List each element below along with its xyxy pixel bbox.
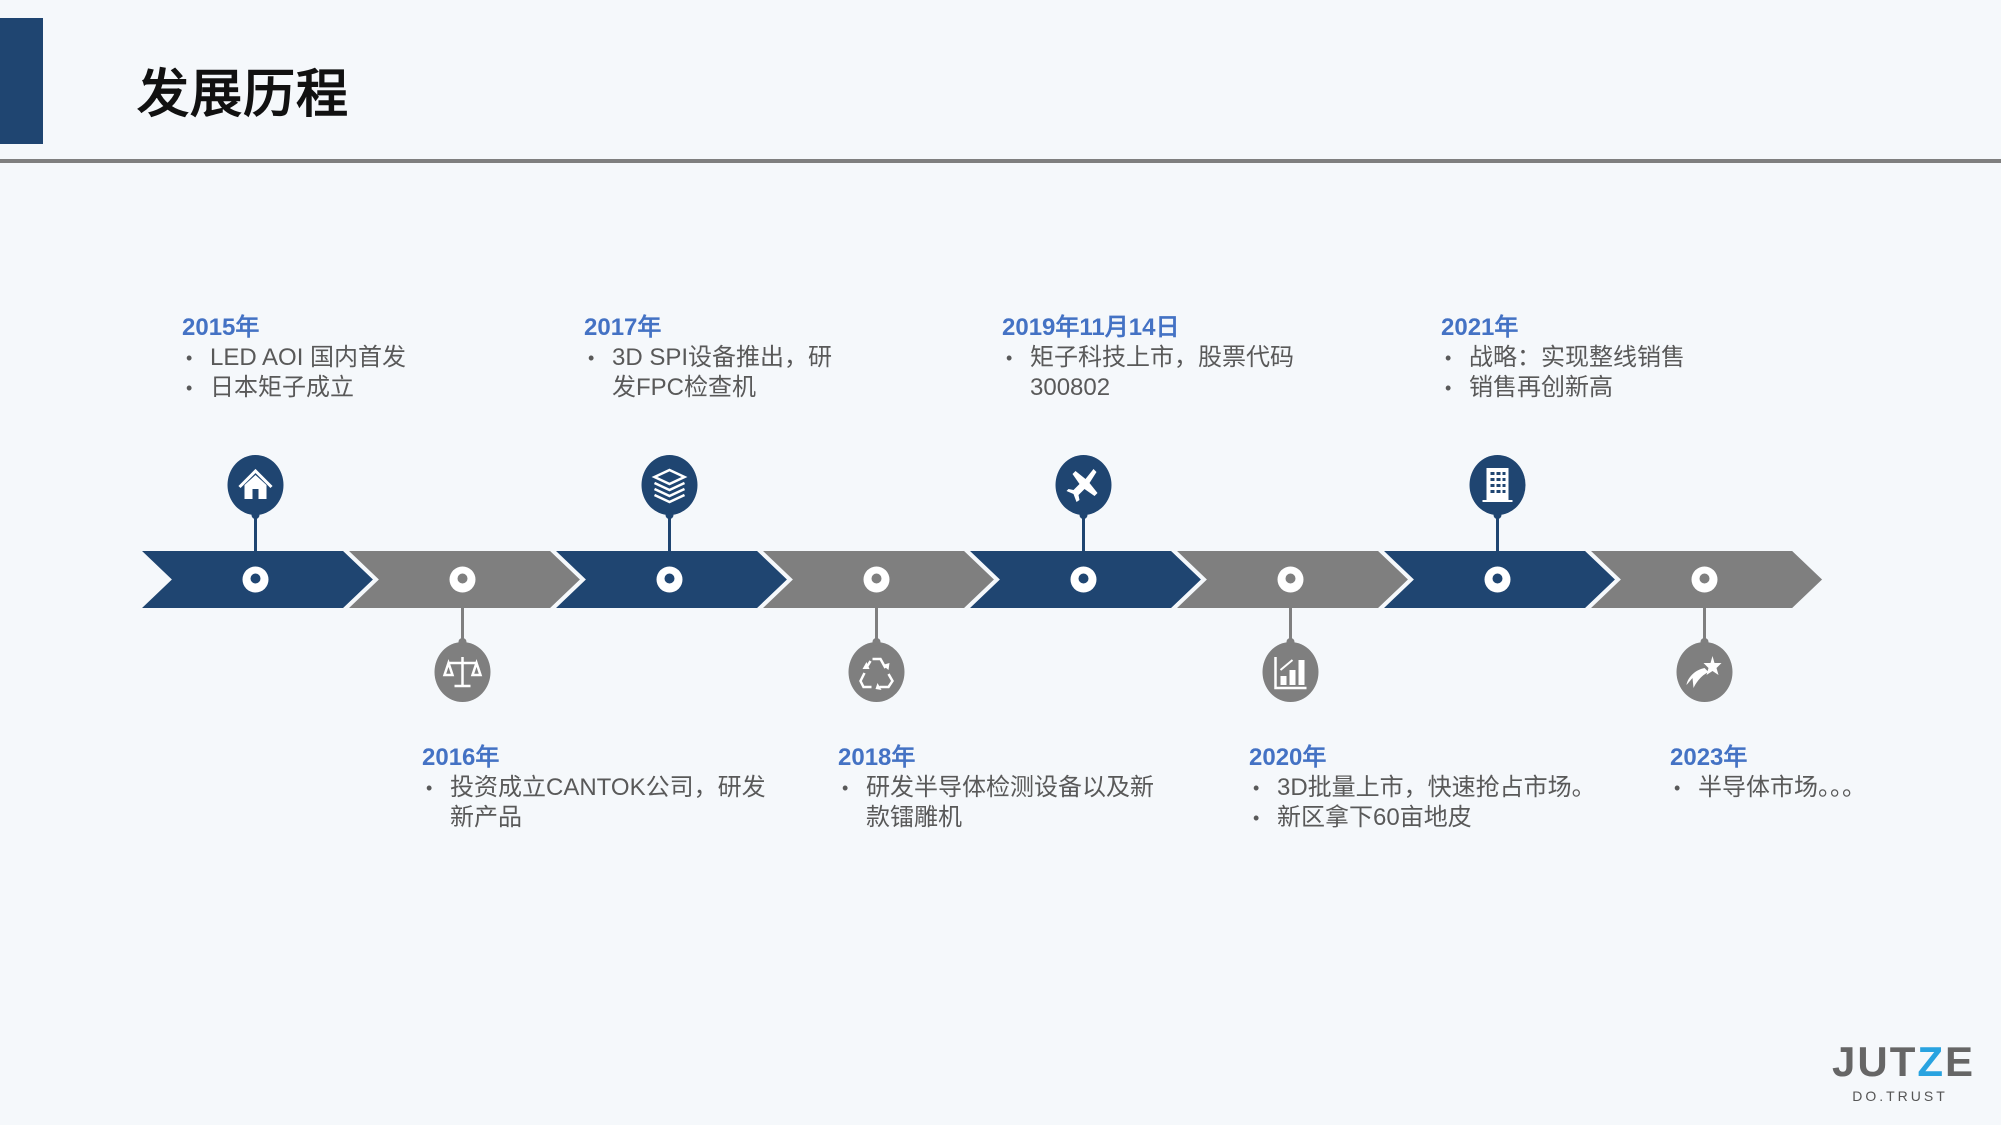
event-bullets: LED AOI 国内首发日本矩子成立 — [182, 343, 452, 403]
timeline-dot-center — [1699, 573, 1710, 584]
event-bullet: 3D批量上市，快速抢占市场。 — [1249, 773, 1699, 803]
layers-icon — [651, 468, 688, 504]
timeline-event: 2017年3D SPI设备推出，研发FPC检查机 — [584, 313, 854, 403]
timeline-dot-center — [664, 573, 675, 584]
header-divider — [0, 159, 2001, 163]
timeline-dot-center — [457, 573, 468, 584]
logo-text-z: Z — [1917, 1038, 1946, 1085]
event-bullet: LED AOI 国内首发 — [182, 343, 452, 373]
scale-icon — [442, 657, 483, 688]
event-bullet: 战略：实现整线销售 — [1441, 343, 1771, 373]
pin-tip — [1700, 638, 1709, 646]
timeline-event: 2023年半导体市场。。。 — [1670, 743, 2000, 803]
event-bullets: 半导体市场。。。 — [1670, 773, 2000, 803]
event-bullet: 销售再创新高 — [1441, 373, 1771, 403]
event-bullets: 研发半导体检测设备以及新款镭雕机 — [838, 773, 1168, 833]
timeline-dot-center — [1492, 573, 1503, 584]
building-icon — [1482, 468, 1513, 502]
shooting-star-icon — [1686, 656, 1722, 688]
timeline-event: 2016年投资成立CANTOK公司，研发新产品 — [422, 743, 782, 833]
event-bullet: 日本矩子成立 — [182, 373, 452, 403]
logo-text: JUT — [1832, 1038, 1918, 1085]
event-year: 2016年 — [422, 744, 500, 771]
timeline-event: 2018年研发半导体检测设备以及新款镭雕机 — [838, 743, 1168, 833]
event-bullet: 矩子科技上市，股票代码300802 — [1002, 343, 1332, 403]
event-bullet: 3D SPI设备推出，研发FPC检查机 — [584, 343, 854, 403]
logo-tagline: DO.TRUST — [1852, 1088, 1948, 1104]
event-bullets: 3D SPI设备推出，研发FPC检查机 — [584, 343, 854, 403]
pin-tip — [1493, 511, 1502, 519]
timeline-event: 2019年11月14日矩子科技上市，股票代码300802 — [1002, 313, 1332, 403]
logo-text-end: E — [1945, 1038, 1976, 1085]
event-bullets: 矩子科技上市，股票代码300802 — [1002, 343, 1332, 403]
company-logo: JUTZE DO.TRUST — [1832, 1038, 1973, 1105]
bar-chart-icon — [1274, 657, 1307, 690]
event-bullets: 战略：实现整线销售销售再创新高 — [1441, 343, 1771, 403]
pin-marker — [848, 642, 905, 702]
event-bullet: 投资成立CANTOK公司，研发新产品 — [422, 773, 782, 833]
event-year: 2015年 — [182, 314, 260, 341]
pin-tip — [872, 638, 881, 646]
pin-tip — [458, 638, 467, 646]
event-year: 2017年 — [584, 314, 662, 341]
event-year: 2023年 — [1670, 744, 1748, 771]
event-bullets: 3D批量上市，快速抢占市场。新区拿下60亩地皮 — [1249, 773, 1699, 833]
timeline-dot-center — [1078, 573, 1089, 584]
pin-tip — [251, 511, 260, 519]
accent-bar — [0, 18, 43, 144]
event-year: 2021年 — [1441, 314, 1519, 341]
timeline-dot-center — [1285, 573, 1296, 584]
timeline-event: 2015年LED AOI 国内首发日本矩子成立 — [182, 313, 452, 403]
event-year: 2018年 — [838, 744, 916, 771]
event-bullet: 半导体市场。。。 — [1670, 773, 2000, 803]
event-year: 2020年 — [1249, 744, 1327, 771]
home-icon — [238, 468, 273, 499]
timeline-event: 2021年战略：实现整线销售销售再创新高 — [1441, 313, 1771, 403]
event-bullet: 新区拿下60亩地皮 — [1249, 803, 1699, 833]
timeline-dot-center — [250, 573, 261, 584]
event-bullets: 投资成立CANTOK公司，研发新产品 — [422, 773, 782, 833]
event-bullet: 研发半导体检测设备以及新款镭雕机 — [838, 773, 1168, 833]
airplane-icon — [1066, 469, 1098, 502]
recycle-icon — [859, 657, 894, 690]
timeline-event: 2020年3D批量上市，快速抢占市场。新区拿下60亩地皮 — [1249, 743, 1699, 833]
timeline-dot-center — [871, 573, 882, 584]
pin-tip — [1286, 638, 1295, 646]
event-year: 2019年11月14日 — [1002, 314, 1180, 341]
pin-tip — [665, 511, 674, 519]
pin-tip — [1079, 511, 1088, 519]
page-title: 发展历程 — [137, 66, 350, 124]
